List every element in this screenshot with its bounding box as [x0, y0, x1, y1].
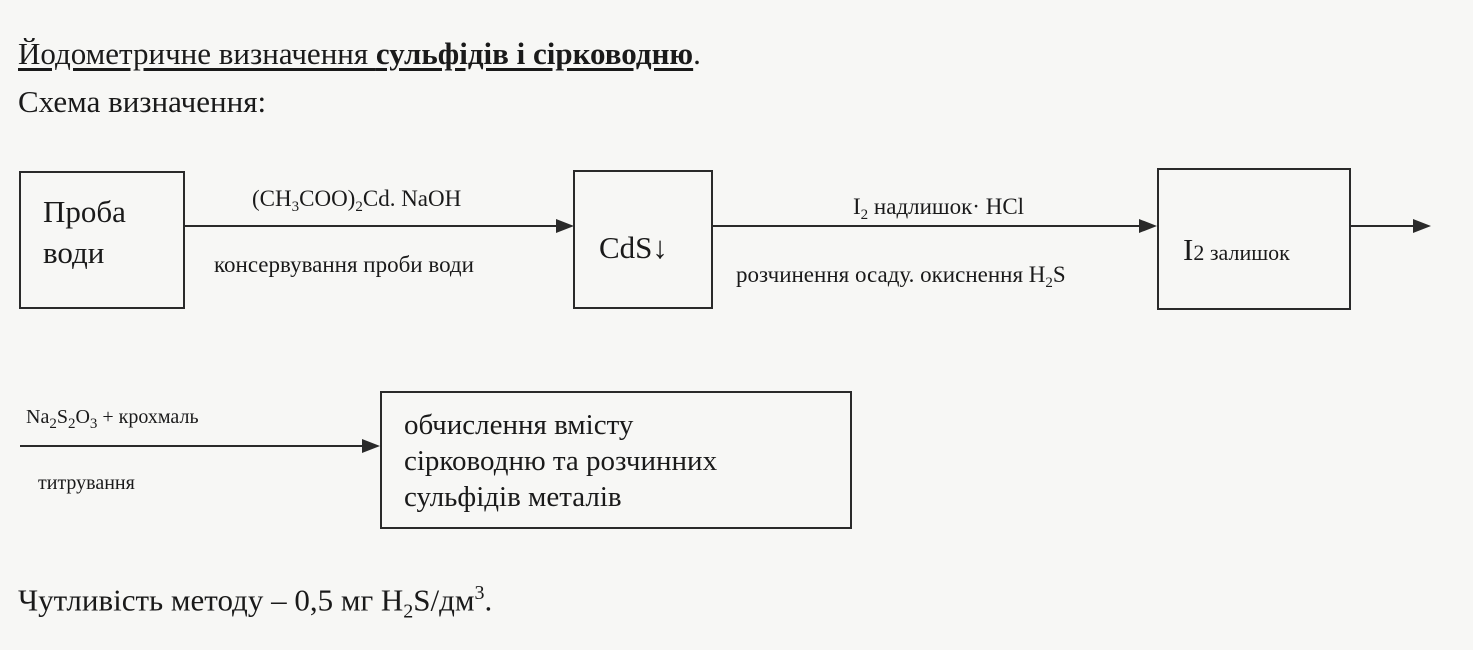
- footer-a: Чутливість методу – 0,5 мг H: [18, 582, 404, 618]
- result-line-3: сульфідів металів: [404, 481, 622, 513]
- step-label-2: розчинення осаду. окиснення H2S: [736, 262, 1066, 291]
- r3-sub3: 3: [89, 416, 98, 432]
- r3-b: S: [56, 406, 68, 428]
- arrowhead-2: [1139, 219, 1157, 233]
- r3-sub1: 2: [49, 416, 57, 432]
- iodine-subscript: 2: [1193, 240, 1205, 265]
- reagent-label-2: I2 надлишок· HCl: [853, 194, 1025, 223]
- r3-a: Na: [26, 406, 50, 428]
- iodine-sub-rest: 2 залишок: [1193, 240, 1290, 265]
- footer-sub: 2: [403, 600, 414, 623]
- r1-c: Cd. NaOH: [362, 186, 462, 211]
- arrowhead-4: [362, 439, 380, 453]
- step-label-3: титрування: [38, 472, 135, 494]
- r1-sub2: 2: [355, 199, 363, 215]
- r3-d: + крохмаль: [97, 406, 199, 428]
- s2-b: S: [1052, 262, 1066, 287]
- sample-line-1: Проба: [43, 194, 126, 229]
- footer-sup: 3: [474, 582, 485, 604]
- title-period: .: [693, 36, 701, 71]
- scheme-subtitle: Схема визначення:: [18, 84, 267, 119]
- r1-b: COO): [299, 186, 356, 211]
- r2-b: надлишок· HCl: [868, 194, 1025, 219]
- result-line-1: обчислення вмісту: [404, 409, 634, 441]
- arrowhead-3: [1413, 219, 1431, 233]
- box-iodine-residue: I2 залишок: [1157, 168, 1351, 310]
- sample-line-2: води: [43, 235, 105, 270]
- r2-sub: 2: [860, 207, 869, 223]
- box-water-sample-label: Проба води: [43, 191, 126, 273]
- s2-a: розчинення осаду. окиснення H: [736, 262, 1046, 287]
- s2-sub: 2: [1045, 275, 1053, 291]
- iodine-residue-word: залишок: [1204, 240, 1290, 265]
- box-calculation-result: обчислення вмісту сірководню та розчинни…: [380, 391, 852, 529]
- title-part-bold: сульфідів і сірководню: [375, 36, 694, 71]
- title-text: Йодометричне визначення сульфідів і сірк…: [18, 36, 693, 71]
- r1-sub1: 3: [291, 199, 300, 215]
- footer-b: S/дм: [413, 582, 475, 618]
- iodine-symbol: I: [1183, 232, 1194, 267]
- result-line-2: сірководню та розчинних: [404, 445, 718, 477]
- box-water-sample: Проба води: [19, 171, 185, 309]
- box-iodine-label: I2 залишок: [1183, 232, 1290, 268]
- sensitivity-note: Чутливість методу – 0,5 мг H2S/дм3.: [18, 582, 492, 624]
- footer-end: .: [484, 582, 493, 618]
- r3-sub2: 2: [67, 416, 76, 432]
- box-cds-precipitate: CdS↓: [573, 170, 713, 309]
- box-cds-label: CdS↓: [599, 230, 668, 265]
- r2-a: I: [853, 194, 861, 219]
- step-label-1: консервування проби води: [214, 252, 474, 277]
- arrowhead-1: [556, 219, 574, 233]
- r3-c: O: [75, 406, 90, 428]
- page-title: Йодометричне визначення сульфідів і сірк…: [18, 36, 701, 72]
- title-part-plain: Йодометричне визначення: [18, 36, 376, 71]
- reagent-label-3: Na2S2O3 + крохмаль: [26, 406, 199, 432]
- box-result-label: обчислення вмісту сірководню та розчинни…: [404, 407, 717, 515]
- r1-a: (CH: [252, 186, 292, 211]
- reagent-label-1: (CH3COO)2Cd. NaOH: [252, 186, 462, 215]
